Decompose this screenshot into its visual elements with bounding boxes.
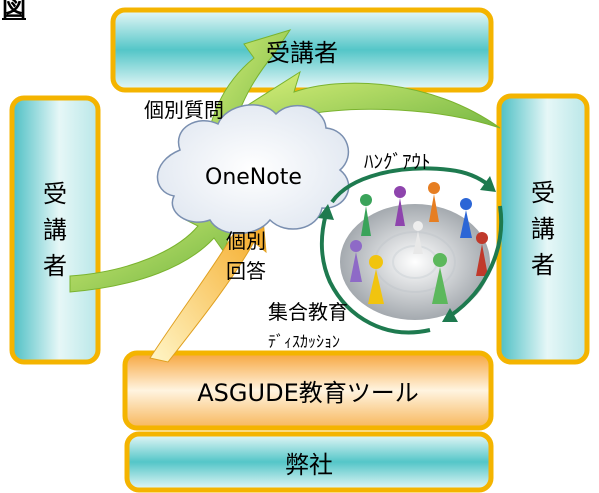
left-student-char: 受 <box>43 180 67 208</box>
right-student-char: 者 <box>531 251 555 279</box>
person-figure <box>368 255 384 304</box>
cycle-arrow-right-head <box>442 308 458 322</box>
header-fragment: 図 <box>2 0 26 22</box>
cycle-arrow-top <box>330 166 492 204</box>
person-figure <box>432 253 448 304</box>
right-student-char: 受 <box>531 179 555 207</box>
individual-answer-line: 回答 <box>226 259 266 283</box>
individual-answer-line: 個別 <box>226 229 266 253</box>
left-student-char: 者 <box>43 252 67 280</box>
person-figure <box>350 240 362 282</box>
discussion-label: ﾃﾞｨｽｶｯｼｮﾝ <box>268 332 341 351</box>
right-student-label: 受 講 者 <box>499 96 587 362</box>
onenote-label: OneNote <box>205 165 302 190</box>
person-figure <box>476 232 488 276</box>
company-box <box>124 431 494 493</box>
cycle-arrow-top-head <box>480 176 496 192</box>
left-student-char: 講 <box>43 216 67 244</box>
person-figure <box>360 194 372 236</box>
onenote-cloud <box>156 104 350 235</box>
tool-box <box>122 350 494 431</box>
top-student-label: 受講者 <box>266 38 338 67</box>
person-figure <box>428 182 440 222</box>
cycle-arrow-bottom <box>319 213 431 335</box>
right-student-char: 講 <box>531 215 555 243</box>
cycle-arrow-right <box>448 205 504 318</box>
group-education-label: 集合教育 <box>268 300 348 324</box>
individual-question-label: 個別質問 <box>144 98 224 122</box>
person-figure <box>413 221 423 254</box>
company-label: 弊社 <box>285 450 333 479</box>
tool-label: ASGUDE教育ツール <box>197 379 419 407</box>
individual-answer-label: 個別 回答 <box>226 226 266 286</box>
cycle-arrow-bottom-head <box>318 204 334 220</box>
yellow-arrow-answer <box>149 207 267 363</box>
hangout-label: ﾊﾝｸﾞｱｳﾄ <box>364 151 431 173</box>
person-figure <box>394 186 406 226</box>
meeting-illustration <box>340 182 490 320</box>
person-figure <box>460 198 472 238</box>
left-student-label: 受 講 者 <box>12 98 98 362</box>
left-student-box <box>9 95 101 365</box>
